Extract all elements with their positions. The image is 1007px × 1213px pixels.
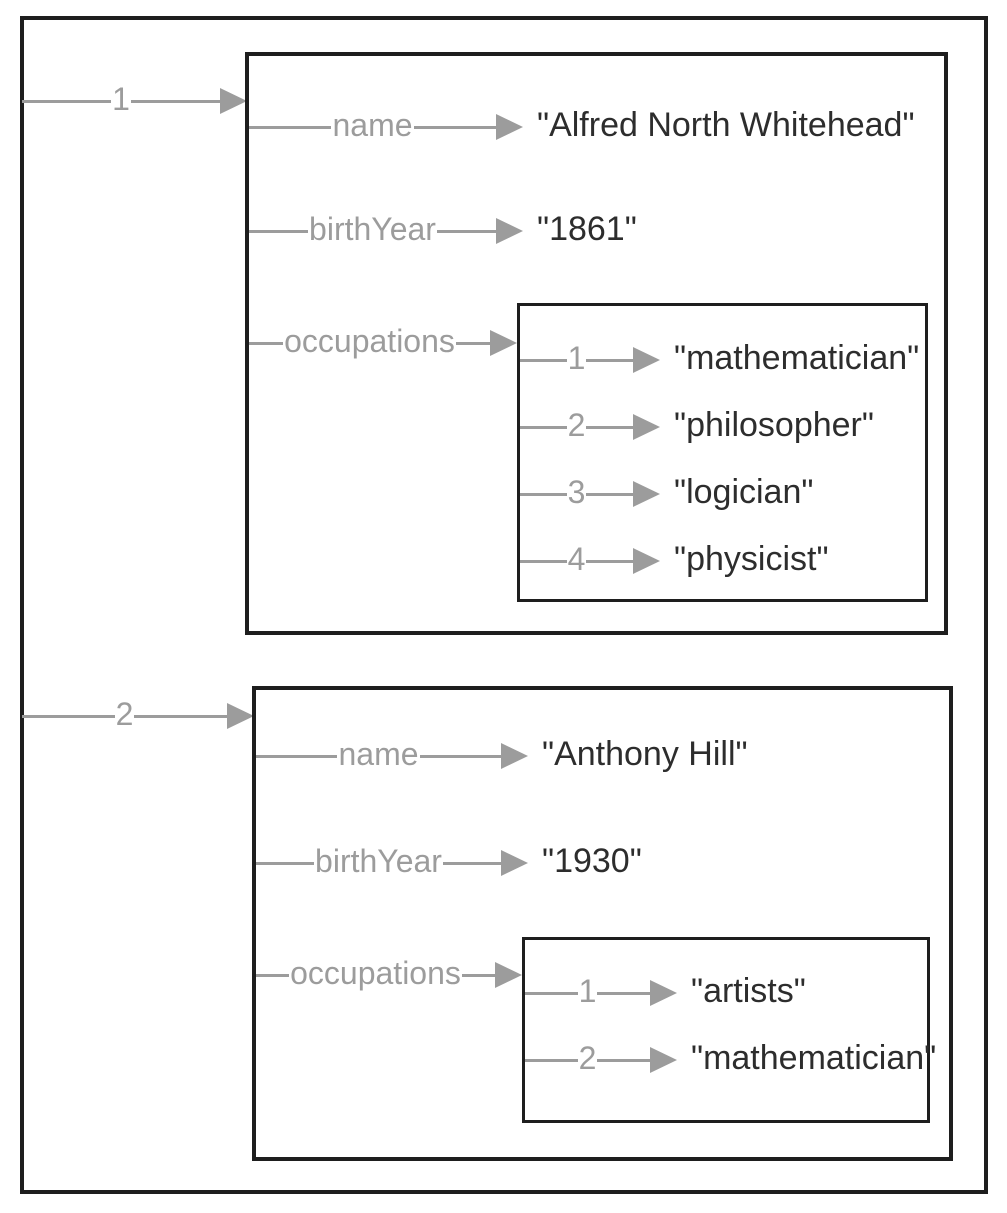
arrow-line xyxy=(520,559,567,563)
value-text: "mathematician" xyxy=(691,1039,937,1077)
value-text: "physicist" xyxy=(674,540,829,578)
key-label: name xyxy=(332,107,413,143)
index-label: 2 xyxy=(567,407,586,443)
key-label: birthYear xyxy=(315,843,442,879)
index-label: 1 xyxy=(567,340,586,376)
record-1-occupation-item: 3 "logician" xyxy=(520,474,813,514)
arrowhead-icon xyxy=(490,330,517,356)
record-1-occupation-item: 2 "philosopher" xyxy=(520,407,874,447)
arrow: 1 xyxy=(520,340,661,378)
arrow-line xyxy=(520,492,567,496)
arrow: name xyxy=(249,107,524,145)
arrow: 1 xyxy=(525,973,678,1011)
value-text: "mathematician" xyxy=(674,339,920,377)
record-1-field-occupations: occupations xyxy=(249,323,517,363)
record-2-field-name: name "Anthony Hill" xyxy=(256,736,748,776)
arrow-line xyxy=(436,229,496,233)
arrow-line xyxy=(597,1058,651,1062)
record-1-field-birthyear: birthYear "1861" xyxy=(249,211,637,251)
index-label: 4 xyxy=(567,541,586,577)
arrow-line xyxy=(249,341,284,345)
arrow-line xyxy=(130,99,221,103)
arrow-line xyxy=(525,991,578,995)
arrow-line xyxy=(249,125,332,129)
record-2-object-box xyxy=(252,686,953,1161)
arrow-line xyxy=(249,229,309,233)
arrow-line xyxy=(586,358,634,362)
value-text: "artists" xyxy=(691,972,806,1010)
record-1-index-arrow: 1 xyxy=(22,81,248,121)
record-2-index-arrow: 2 xyxy=(22,696,255,736)
arrowhead-icon xyxy=(220,88,248,114)
arrow-line xyxy=(586,492,634,496)
arrowhead-icon xyxy=(633,481,661,507)
record-2-field-birthyear: birthYear "1930" xyxy=(256,843,642,883)
value-text: "philosopher" xyxy=(674,406,874,444)
arrow: 2 xyxy=(22,696,255,734)
arrowhead-icon xyxy=(227,703,255,729)
arrowhead-icon xyxy=(650,1047,678,1073)
arrow-line xyxy=(597,991,651,995)
arrow-line xyxy=(461,973,495,977)
value-text: "Anthony Hill" xyxy=(542,735,748,773)
key-label: occupations xyxy=(290,955,461,991)
arrow: 2 xyxy=(525,1040,678,1078)
key-label: birthYear xyxy=(309,211,436,247)
arrow-line xyxy=(413,125,497,129)
value-text: "1930" xyxy=(542,842,642,880)
arrow: birthYear xyxy=(249,213,523,249)
arrow-line xyxy=(586,559,634,563)
index-label: 2 xyxy=(578,1040,597,1076)
arrow-line xyxy=(134,714,228,718)
arrowhead-icon xyxy=(496,114,524,140)
arrowhead-icon xyxy=(501,850,528,876)
arrow-line xyxy=(455,341,490,345)
arrow: birthYear xyxy=(256,845,528,881)
arrowhead-icon xyxy=(495,962,522,988)
record-2-field-occupations: occupations xyxy=(256,955,522,995)
record-1-field-name: name "Alfred North Whitehead" xyxy=(249,107,915,147)
arrow-line xyxy=(256,861,315,865)
arrow-line xyxy=(419,754,502,758)
arrow: 2 xyxy=(520,407,661,445)
arrow-line xyxy=(586,425,634,429)
root-array-box xyxy=(20,16,988,1194)
arrowhead-icon xyxy=(650,980,678,1006)
key-label: name xyxy=(338,736,419,772)
record-1-occupation-item: 1 "mathematician" xyxy=(520,340,919,380)
index-label: 1 xyxy=(112,81,130,117)
arrow-line xyxy=(520,358,567,362)
arrow-line xyxy=(22,714,115,718)
arrow-line xyxy=(256,754,338,758)
arrowhead-icon xyxy=(501,743,529,769)
arrow: 3 xyxy=(520,474,661,512)
record-1-occupations-box xyxy=(517,303,928,602)
index-label: 2 xyxy=(115,696,134,732)
index-label: 1 xyxy=(578,973,597,1009)
record-2-occupation-item: 2 "mathematician" xyxy=(525,1040,936,1080)
record-2-occupations-box xyxy=(522,937,930,1123)
arrow-line xyxy=(22,99,112,103)
record-1-object-box xyxy=(245,52,948,635)
arrow: 4 xyxy=(520,541,661,579)
value-text: "1861" xyxy=(537,210,637,248)
arrowhead-icon xyxy=(633,347,661,373)
value-text: "Alfred North Whitehead" xyxy=(537,106,915,144)
arrow-line xyxy=(256,973,290,977)
arrow: 1 xyxy=(22,81,248,119)
key-label: occupations xyxy=(284,323,455,359)
arrow: occupations xyxy=(249,325,517,361)
value-text: "logician" xyxy=(674,473,814,511)
arrow: name xyxy=(256,736,529,774)
arrow-line xyxy=(442,861,501,865)
arrow-line xyxy=(520,425,567,429)
index-label: 3 xyxy=(567,474,586,510)
arrow: occupations xyxy=(256,957,522,993)
arrowhead-icon xyxy=(496,218,523,244)
record-1-occupation-item: 4 "physicist" xyxy=(520,541,829,581)
record-2-occupation-item: 1 "artists" xyxy=(525,973,806,1013)
arrowhead-icon xyxy=(633,414,661,440)
arrow-line xyxy=(525,1058,578,1062)
arrowhead-icon xyxy=(633,548,661,574)
